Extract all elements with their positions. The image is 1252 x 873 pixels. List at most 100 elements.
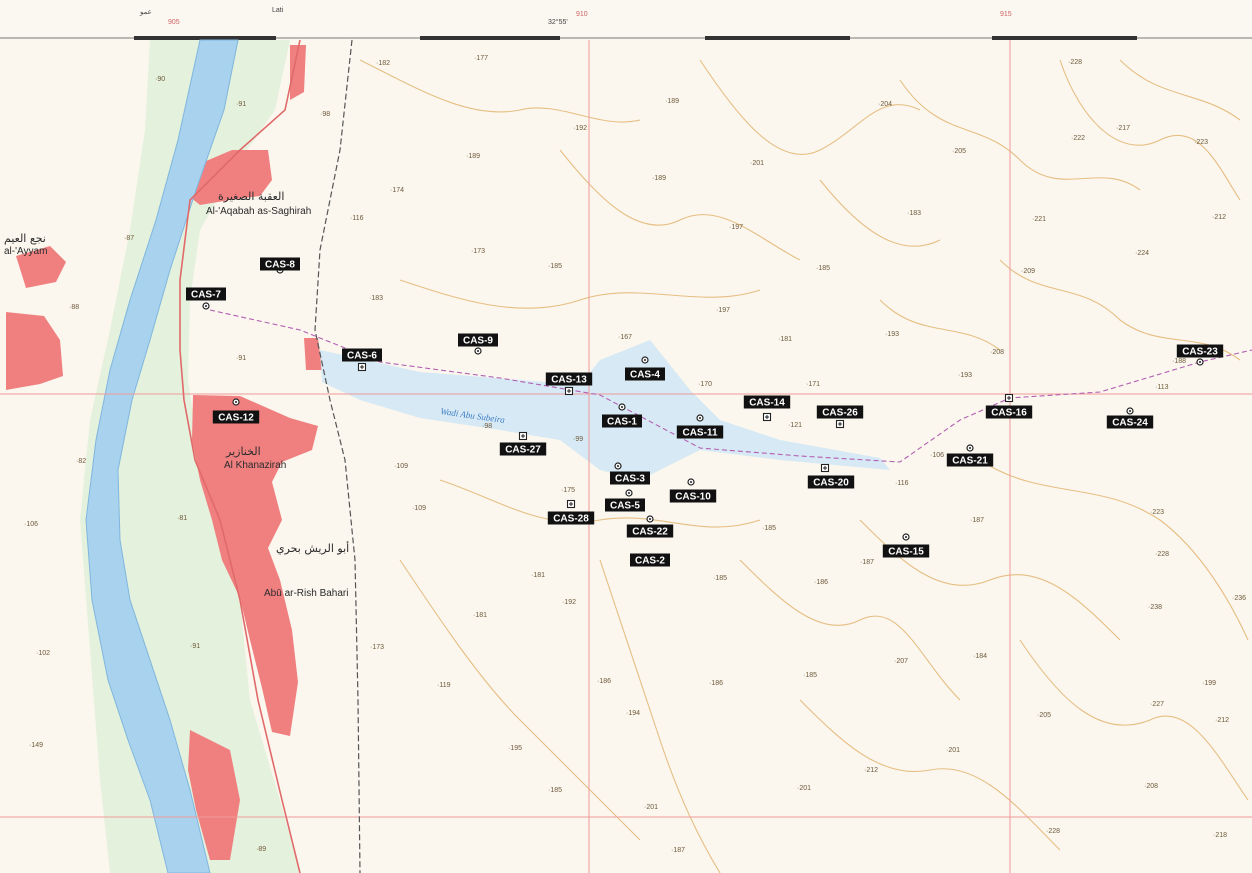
site-label-text[interactable]: CAS-2 bbox=[635, 556, 665, 567]
site-label-box[interactable] bbox=[212, 410, 260, 424]
site-cas-12[interactable]: CAS-12 bbox=[212, 398, 260, 424]
elevation-value: ·228 bbox=[1046, 828, 1060, 835]
site-label-text[interactable]: CAS-21 bbox=[952, 456, 988, 467]
site-cas-4[interactable]: CAS-4 bbox=[625, 356, 665, 381]
elevation-value: ·223 bbox=[1194, 139, 1208, 146]
site-label-text[interactable]: CAS-24 bbox=[1112, 418, 1148, 429]
site-label-box[interactable] bbox=[186, 287, 226, 301]
site-label-box[interactable] bbox=[342, 348, 382, 362]
site-cas-8[interactable]: CAS-8 bbox=[260, 257, 300, 274]
elevation-value: ·217 bbox=[1116, 125, 1130, 132]
site-label-text[interactable]: CAS-1 bbox=[607, 417, 637, 428]
place-abu-ar-rish-latin: Abū ar-Rish Bahari bbox=[264, 588, 348, 599]
site-label-box[interactable] bbox=[260, 257, 300, 271]
site-label-box[interactable] bbox=[625, 367, 665, 381]
site-label-text[interactable]: CAS-11 bbox=[682, 428, 717, 439]
site-label-text[interactable]: CAS-27 bbox=[505, 445, 541, 456]
site-label-text[interactable]: CAS-8 bbox=[265, 260, 295, 271]
site-label-box[interactable] bbox=[743, 395, 791, 409]
site-label-box[interactable] bbox=[605, 498, 645, 512]
site-cas-28[interactable]: CAS-28 bbox=[547, 499, 595, 525]
elevation-value: ·197 bbox=[729, 224, 743, 231]
site-marker-center bbox=[617, 465, 619, 467]
top-frame-label-1: عمو bbox=[139, 9, 152, 16]
site-label-box[interactable] bbox=[499, 442, 547, 456]
site-label-box[interactable] bbox=[630, 553, 670, 567]
site-label-text[interactable]: CAS-23 bbox=[1182, 347, 1218, 358]
site-marker-cross-lines bbox=[360, 365, 364, 369]
elevation-value: ·185 bbox=[803, 672, 817, 679]
site-label-box[interactable] bbox=[1176, 344, 1224, 358]
site-label-box[interactable] bbox=[1106, 415, 1154, 429]
elevation-value: ·116 bbox=[895, 480, 909, 487]
elevation-value: ·212 bbox=[1212, 214, 1226, 221]
site-label-text[interactable]: CAS-4 bbox=[630, 370, 660, 381]
site-label-box[interactable] bbox=[807, 475, 855, 489]
site-label-text[interactable]: CAS-28 bbox=[553, 514, 589, 525]
site-cas-15[interactable]: CAS-15 bbox=[882, 533, 930, 558]
site-cas-6[interactable]: CAS-6 bbox=[342, 348, 382, 372]
site-cas-3[interactable]: CAS-3 bbox=[610, 462, 650, 485]
site-label-text[interactable]: CAS-6 bbox=[347, 351, 377, 362]
site-marker-cross-lines bbox=[838, 422, 842, 426]
top-frame: عمو Lati 32°55' 905 910 915 bbox=[0, 0, 1252, 40]
place-khanazirah-latin: Al Khanazirah bbox=[224, 460, 286, 471]
site-label-box[interactable] bbox=[602, 414, 642, 428]
site-cas-23[interactable]: CAS-23 bbox=[1176, 344, 1224, 366]
site-label-text[interactable]: CAS-3 bbox=[615, 474, 645, 485]
site-label-box[interactable] bbox=[547, 511, 595, 525]
site-cas-27[interactable]: CAS-27 bbox=[499, 431, 547, 456]
site-label-text[interactable]: CAS-5 bbox=[610, 501, 640, 512]
site-cas-20[interactable]: CAS-20 bbox=[807, 463, 855, 489]
site-label-box[interactable] bbox=[545, 372, 593, 386]
site-label-box[interactable] bbox=[882, 544, 930, 558]
site-marker-center bbox=[905, 536, 907, 538]
site-cas-21[interactable]: CAS-21 bbox=[946, 444, 994, 467]
site-label-box[interactable] bbox=[669, 489, 717, 503]
site-label-box[interactable] bbox=[610, 471, 650, 485]
site-label-box[interactable] bbox=[985, 405, 1033, 419]
site-label-box[interactable] bbox=[816, 405, 864, 419]
site-label-box[interactable] bbox=[626, 524, 674, 538]
site-cas-14[interactable]: CAS-14 bbox=[743, 395, 791, 422]
site-label-text[interactable]: CAS-15 bbox=[888, 547, 924, 558]
elevation-value: ·192 bbox=[573, 125, 587, 132]
site-label-text[interactable]: CAS-13 bbox=[551, 375, 587, 386]
elevation-value: ·193 bbox=[885, 331, 899, 338]
site-label-text[interactable]: CAS-10 bbox=[675, 492, 711, 503]
site-cas-24[interactable]: CAS-24 bbox=[1106, 407, 1154, 429]
site-cas-13[interactable]: CAS-13 bbox=[545, 372, 593, 396]
site-cas-2[interactable]: CAS-2 bbox=[630, 553, 670, 567]
site-label-text[interactable]: CAS-16 bbox=[991, 408, 1027, 419]
site-cas-7[interactable]: CAS-7 bbox=[186, 287, 226, 310]
site-label-box[interactable] bbox=[676, 425, 724, 439]
site-label-text[interactable]: CAS-7 bbox=[191, 290, 221, 301]
site-label-text[interactable]: CAS-12 bbox=[218, 413, 254, 424]
site-cas-11[interactable]: CAS-11 bbox=[676, 414, 724, 439]
site-label-text[interactable]: CAS-26 bbox=[822, 408, 858, 419]
site-label-text[interactable]: CAS-9 bbox=[463, 336, 493, 347]
site-cas-10[interactable]: CAS-10 bbox=[669, 478, 717, 503]
site-cas-1[interactable]: CAS-1 bbox=[602, 403, 642, 428]
elevation-value: ·183 bbox=[907, 210, 921, 217]
site-marker-center bbox=[477, 350, 479, 352]
site-cas-16[interactable]: CAS-16 bbox=[985, 393, 1033, 419]
elevation-value: ·173 bbox=[471, 248, 485, 255]
elevation-value: ·186 bbox=[814, 579, 828, 586]
site-label-box[interactable] bbox=[946, 453, 994, 467]
site-label-text[interactable]: CAS-14 bbox=[749, 398, 785, 409]
site-label-box[interactable] bbox=[458, 333, 498, 347]
elevation-value: ·106 bbox=[24, 521, 38, 528]
site-label-text[interactable]: CAS-20 bbox=[813, 478, 849, 489]
site-cas-22[interactable]: CAS-22 bbox=[626, 515, 674, 538]
site-cas-26[interactable]: CAS-26 bbox=[816, 405, 864, 429]
site-cas-5[interactable]: CAS-5 bbox=[605, 489, 645, 512]
site-cas-9[interactable]: CAS-9 bbox=[458, 333, 498, 355]
elevation-value: ·201 bbox=[644, 804, 658, 811]
elevation-value: ·119 bbox=[437, 682, 451, 689]
site-label-text[interactable]: CAS-22 bbox=[632, 527, 668, 538]
elevation-value: ·185 bbox=[548, 263, 562, 270]
